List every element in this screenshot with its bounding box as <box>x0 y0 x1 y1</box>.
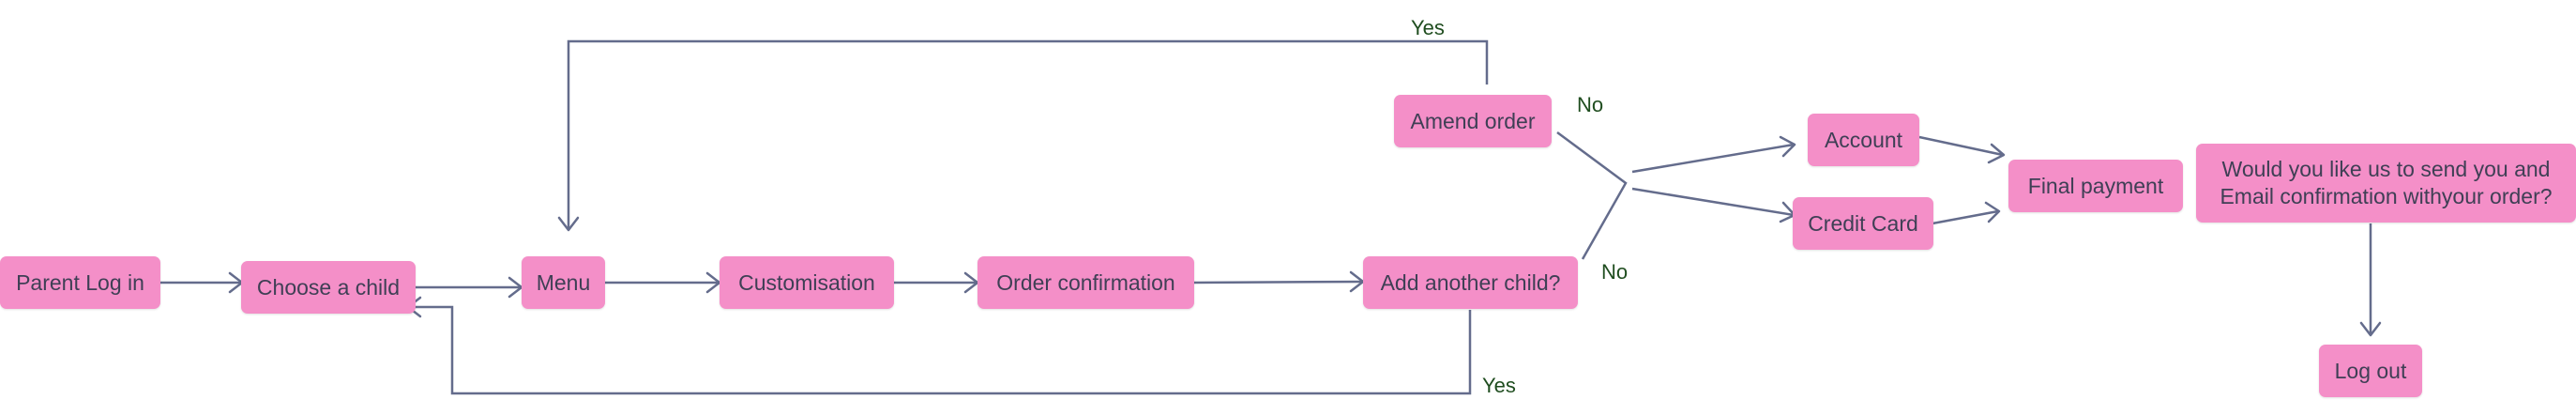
node-add-another-child: Add another child? <box>1363 256 1578 309</box>
node-parent-login: Parent Log in <box>0 256 160 309</box>
edge-choose-child-to-menu <box>415 276 523 299</box>
edge-login-to-choose-child <box>159 271 244 294</box>
node-final-payment: Final payment <box>2008 160 2183 212</box>
edge-no-junction <box>1556 131 1628 260</box>
edge-account-to-final-payment <box>1918 135 2006 164</box>
edge-amend-yes-to-menu <box>557 39 1489 232</box>
node-credit-card: Credit Card <box>1793 197 1933 250</box>
node-menu: Menu <box>522 256 605 309</box>
label-amend-yes: Yes <box>1411 16 1445 39</box>
node-customisation: Customisation <box>720 256 894 309</box>
edge-customisation-to-order-confirmation <box>893 271 979 294</box>
label-amend-no: No <box>1577 93 1604 116</box>
edge-junction-to-account <box>1631 135 1796 174</box>
email-confirmation-line-1: Would you like us to send you and <box>2221 157 2551 181</box>
node-email-confirmation: Would you like us to send you and Email … <box>2196 144 2576 223</box>
node-account: Account <box>1808 114 1919 166</box>
edge-add-child-yes-to-choose-child <box>406 296 1472 395</box>
label-add-child-no: No <box>1601 260 1629 284</box>
edge-order-confirmation-to-add-child <box>1192 270 1365 293</box>
edge-menu-to-customisation <box>605 271 721 294</box>
label-add-child-yes: Yes <box>1482 374 1516 397</box>
node-log-out: Log out <box>2319 345 2422 397</box>
node-amend-order: Amend order <box>1394 95 1552 147</box>
node-choose-child: Choose a child <box>241 261 416 314</box>
node-order-confirmation: Order confirmation <box>977 256 1194 309</box>
edge-credit-card-to-final-payment <box>1932 201 2001 225</box>
edge-junction-to-credit-card <box>1631 187 1796 223</box>
email-confirmation-line-2: Email confirmation withyour order? <box>2220 184 2553 208</box>
edge-email-confirmation-to-log-out <box>2359 223 2382 337</box>
